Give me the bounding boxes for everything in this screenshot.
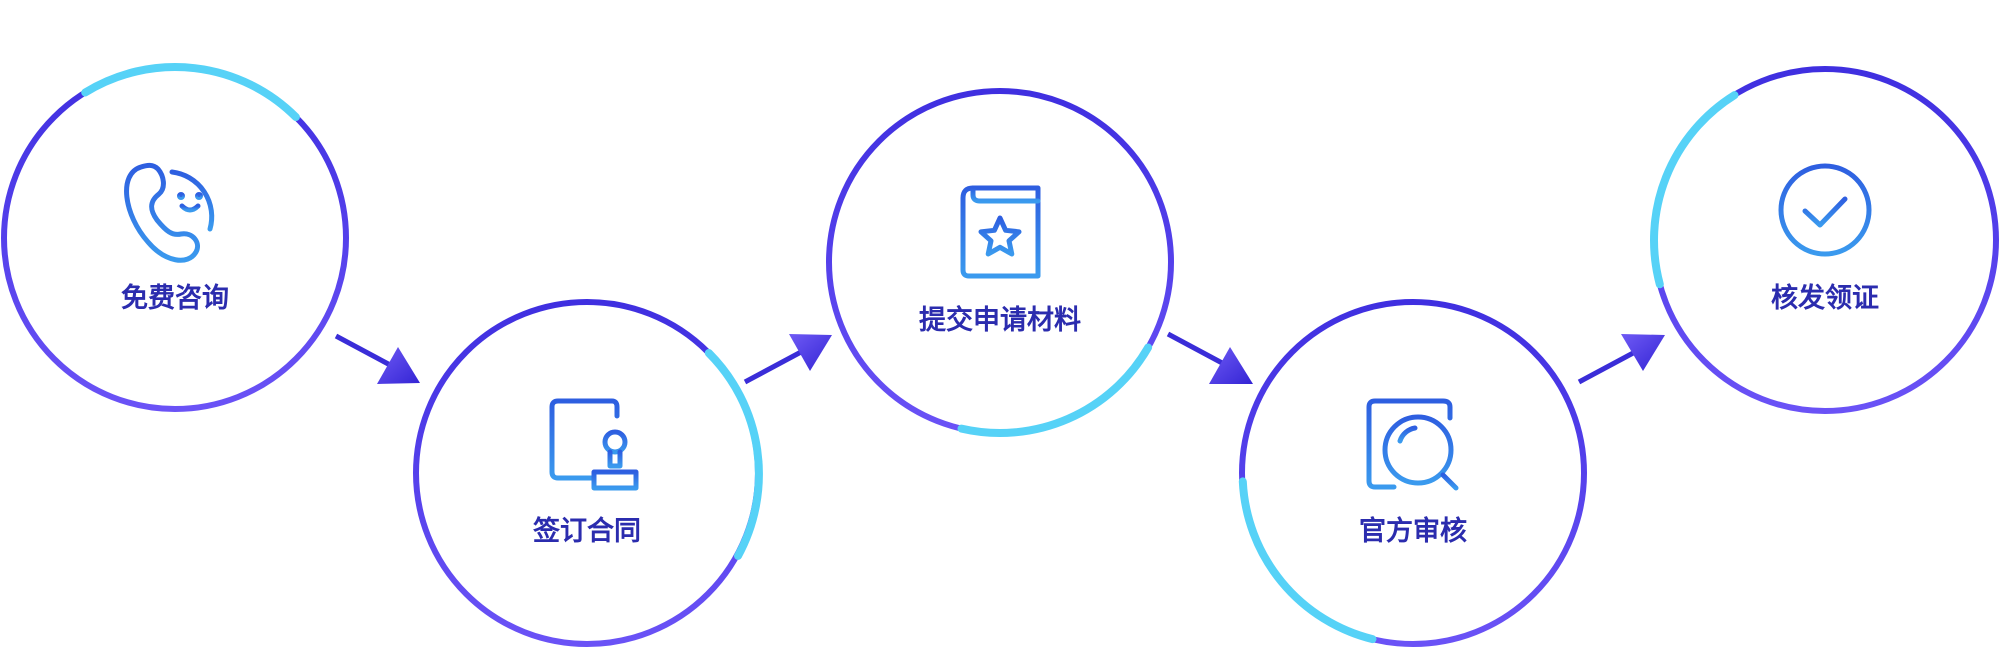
check-circle-icon: [1778, 163, 1872, 257]
document-search-icon: [1366, 398, 1459, 491]
step-5-label: 核发领证: [1771, 283, 1879, 314]
step-4-label: 官方审核: [1359, 516, 1467, 547]
phone-smile-icon: [124, 162, 215, 263]
arrow-4-to-5: [1577, 334, 1665, 385]
star-book-icon: [960, 185, 1041, 279]
step-2-node: [413, 299, 763, 647]
step-5-node: [1650, 66, 1999, 414]
step-2-ring-highlight: [704, 349, 763, 560]
step-4-ring: [1239, 299, 1587, 647]
step-1-ring-highlight: [81, 63, 300, 122]
step-3-label: 提交申请材料: [919, 305, 1081, 336]
step-4-node: [1238, 299, 1587, 647]
step-3-node: [826, 88, 1174, 437]
contract-stamp-icon: [549, 398, 639, 491]
step-1-node: [1, 63, 349, 412]
step-3-ring-highlight: [957, 343, 1153, 437]
step-4-ring-highlight: [1238, 477, 1377, 644]
arrow-1-to-2: [334, 333, 420, 384]
arrow-2-to-3: [743, 334, 832, 385]
step-5-ring-highlight: [1650, 91, 1739, 289]
step-1-label: 免费咨询: [121, 283, 229, 314]
step-2-label: 签订合同: [533, 516, 641, 547]
arrow-3-to-4: [1166, 331, 1253, 384]
